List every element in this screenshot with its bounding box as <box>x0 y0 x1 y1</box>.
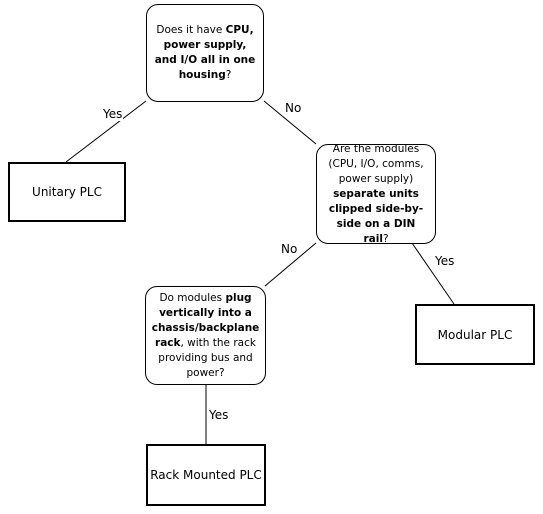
decision-chassis-backplane-rack-text: Do modules plug vertically into a chassi… <box>151 291 260 379</box>
edge-d1-no <box>263 100 317 145</box>
decision-all-in-one-housing: Does it have CPU, power supply, and I/O … <box>146 4 264 102</box>
edge-label-d1-yes: Yes <box>102 107 124 121</box>
edge-label-d2-yes: Yes <box>434 254 456 268</box>
edge-label-d2-no: No <box>280 242 299 256</box>
decision-all-in-one-housing-text: Does it have CPU, power supply, and I/O … <box>154 24 256 81</box>
edge-d2-no <box>264 242 317 287</box>
result-rack-mounted-plc: Rack Mounted PLC <box>146 444 266 506</box>
decision-din-rail-modules-text: Are the modules (CPU, I/O, comms, power … <box>328 142 424 245</box>
edge-d1-yes <box>65 100 147 163</box>
result-rack-mounted-plc-label: Rack Mounted PLC <box>150 468 262 482</box>
result-unitary-plc: Unitary PLC <box>8 162 126 222</box>
edge-label-d1-no: No <box>284 101 303 115</box>
decision-chassis-backplane-rack: Do modules plug vertically into a chassi… <box>145 286 266 385</box>
decision-din-rail-modules: Are the modules (CPU, I/O, comms, power … <box>316 142 436 245</box>
edge-d2-yes <box>411 242 455 305</box>
result-unitary-plc-label: Unitary PLC <box>32 185 102 199</box>
result-modular-plc-label: Modular PLC <box>437 327 513 342</box>
result-modular-plc: Modular PLC <box>415 304 535 365</box>
edge-label-d3-yes: Yes <box>208 408 230 422</box>
